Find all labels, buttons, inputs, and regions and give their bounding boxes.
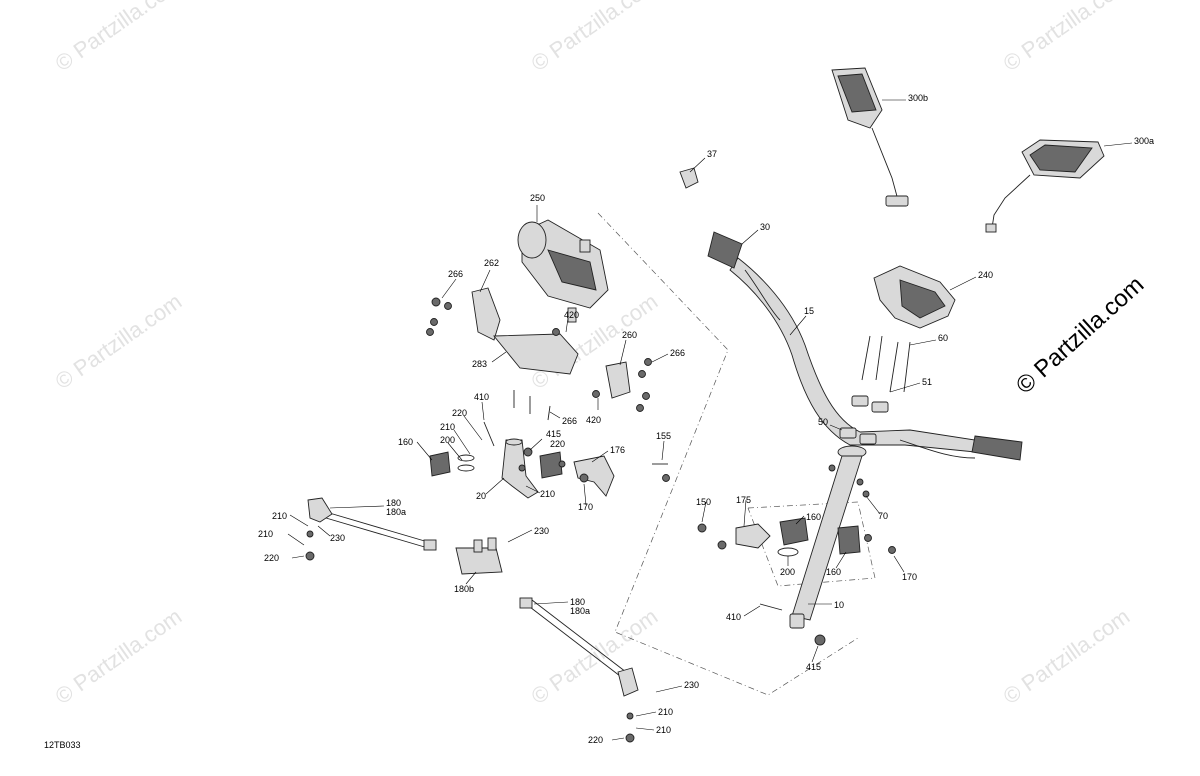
callout: 266 [448,269,463,279]
callout: 410 [474,392,489,402]
callout: 180b [454,584,474,594]
mirror-300b [831,67,909,207]
bracket-176 [573,455,615,497]
callout: 230 [534,526,549,536]
callout: 266 [670,348,685,358]
callout: 260 [622,330,637,340]
callout: 200 [780,567,795,577]
diagram-code: 12TB033 [44,740,81,750]
column-support [697,464,896,611]
handlebar [707,231,1023,461]
callout: 170 [578,502,593,512]
tie-rod-right [519,597,639,743]
watermark: © Partzilla.com [51,289,187,395]
callout: 60 [938,333,948,343]
callout: 240 [978,270,993,280]
bracket-262 [471,287,501,341]
callout: 180 [386,498,401,508]
callout: 37 [707,149,717,159]
callout: 415 [806,662,821,672]
callout: 266 [562,416,577,426]
steering-arm-bushings [429,447,566,479]
callout: 250 [530,193,545,203]
callout: 220 [452,408,467,418]
callout: 230 [330,533,345,543]
callout: 210 [272,511,287,521]
callout: 210 [440,422,455,432]
callout: 210 [540,489,555,499]
callout: 262 [484,258,499,268]
callout: 70 [878,511,888,521]
subgroup-boundary [747,501,876,587]
tie-rod-left [305,497,437,561]
callout: 180 [570,597,585,607]
watermark: © Partzilla.com [999,604,1135,710]
callout: 160 [398,437,413,447]
leader-lines [287,99,1133,741]
callout-labels: 37 300b 300a 30 250 240 266 262 15 420 6… [258,93,1154,745]
callout: 170 [902,572,917,582]
steering-column [789,445,867,646]
callout: 50 [818,417,828,427]
callout: 210 [258,529,273,539]
callout: 160 [806,512,821,522]
callout: 415 [546,429,561,439]
steering-arm [483,421,539,499]
watermark-large: © Partzilla.com [1011,271,1149,399]
callout: 180a [386,507,406,517]
clamp-bolts [861,335,911,393]
watermarks: © Partzilla.com © Partzilla.com © Partzi… [51,0,1150,709]
callout: 300b [908,93,928,103]
watermark: © Partzilla.com [51,0,187,76]
callout: 210 [658,707,673,717]
callout: 420 [564,310,579,320]
callout: 220 [264,553,279,563]
callout: 283 [472,359,487,369]
callout: 175 [736,495,751,505]
callout: 200 [440,435,455,445]
callout: 420 [586,415,601,425]
nut-155 [662,474,670,482]
callout: 150 [696,497,711,507]
callout: 220 [550,439,565,449]
bar-end-plug [679,167,699,189]
callout: 220 [588,735,603,745]
callout: 20 [476,491,486,501]
handlebar-cover-inner [899,279,946,319]
callout: 176 [610,445,625,455]
watermark: © Partzilla.com [999,0,1135,76]
watermark: © Partzilla.com [527,0,663,76]
upper-fasteners [426,297,652,421]
callout: 410 [726,612,741,622]
power-steering-unit [517,219,609,323]
bracket-260 [605,361,631,399]
callout: 300a [1134,136,1154,146]
group-boundary [597,212,859,696]
handlebar-clamps [839,395,889,445]
callout: 10 [834,600,844,610]
callout: 155 [656,431,671,441]
mirror-300a [985,139,1105,233]
callout: 180a [570,606,590,616]
watermark: © Partzilla.com [51,604,187,710]
callout: 210 [656,725,671,735]
nut-170 [579,473,589,483]
callout: 15 [804,306,814,316]
callout: 160 [826,567,841,577]
callout: 230 [684,680,699,690]
bracket-283 [493,333,579,375]
callout: 30 [760,222,770,232]
callout: 51 [922,377,932,387]
tie-rod-joint-180b [455,537,503,575]
